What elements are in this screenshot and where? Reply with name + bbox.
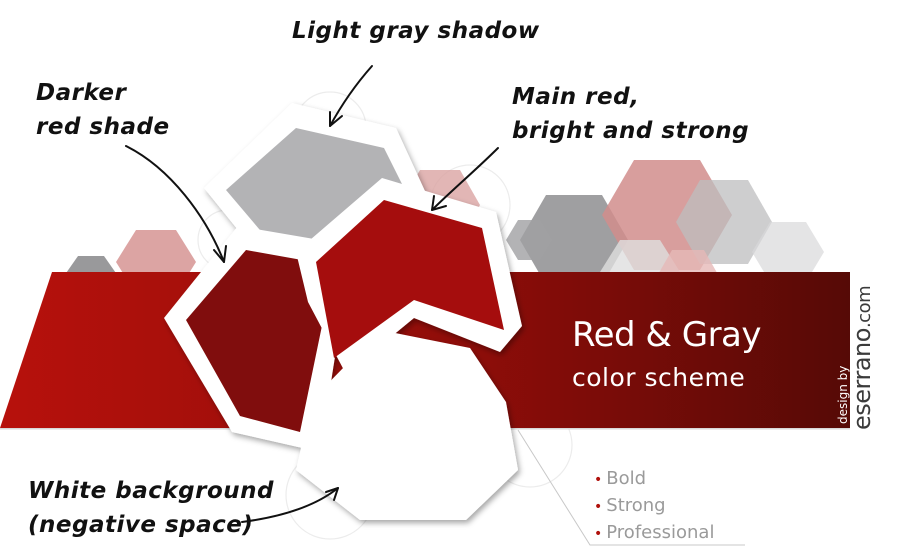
annotation-white-background: White background (negative space) xyxy=(28,474,274,542)
foreground-hexagons xyxy=(164,103,522,520)
annotation-darker-line2: red shade xyxy=(36,114,170,140)
bg-hex-gray-dark xyxy=(520,195,628,285)
annotation-main-line1: Main red, xyxy=(512,84,640,110)
bullet-icon: • xyxy=(594,472,603,488)
arrow-main xyxy=(431,147,499,211)
annotation-arrows xyxy=(125,65,499,523)
page-subtitle: color scheme xyxy=(572,363,746,392)
bg-hex-gray-small xyxy=(506,220,552,260)
page-title: Red & Gray xyxy=(572,315,762,355)
leader-line xyxy=(517,429,745,546)
arrow-white xyxy=(241,487,339,523)
feature-label: Professional xyxy=(606,522,715,543)
list-item: •Bold xyxy=(594,466,714,493)
bg-hex-gray-mid xyxy=(676,180,772,264)
feature-label: Strong xyxy=(606,495,666,516)
annotation-white-line2: (negative space) xyxy=(28,512,254,538)
annotation-darker-line1: Darker xyxy=(36,80,127,106)
bullet-icon: • xyxy=(594,499,603,515)
credit-brand-name: eserrano xyxy=(848,328,876,430)
annotation-main-line2: bright and strong xyxy=(512,118,750,144)
credit-brand: eserrano.com xyxy=(848,286,879,430)
list-item: •Professional xyxy=(594,520,714,547)
list-item: •Strong xyxy=(594,493,714,520)
feature-label: Bold xyxy=(606,468,647,489)
hex-dark-red xyxy=(186,250,324,432)
arrow-darker xyxy=(125,145,225,263)
feature-list: •Bold •Strong •Professional xyxy=(594,466,714,547)
hex-white-negative xyxy=(296,330,518,520)
annotation-light-gray-shadow: Light gray shadow xyxy=(292,18,540,44)
hex-main-red xyxy=(316,200,504,358)
annotation-darker-red: Darker red shade xyxy=(36,76,170,144)
bg-hex-gray-light xyxy=(752,222,824,282)
annotation-white-line1: White background xyxy=(28,478,274,504)
arrow-shadow xyxy=(329,65,373,127)
bullet-icon: • xyxy=(594,526,603,542)
credit-brand-tld: .com xyxy=(854,285,875,329)
annotation-main-red: Main red, bright and strong xyxy=(512,80,749,148)
